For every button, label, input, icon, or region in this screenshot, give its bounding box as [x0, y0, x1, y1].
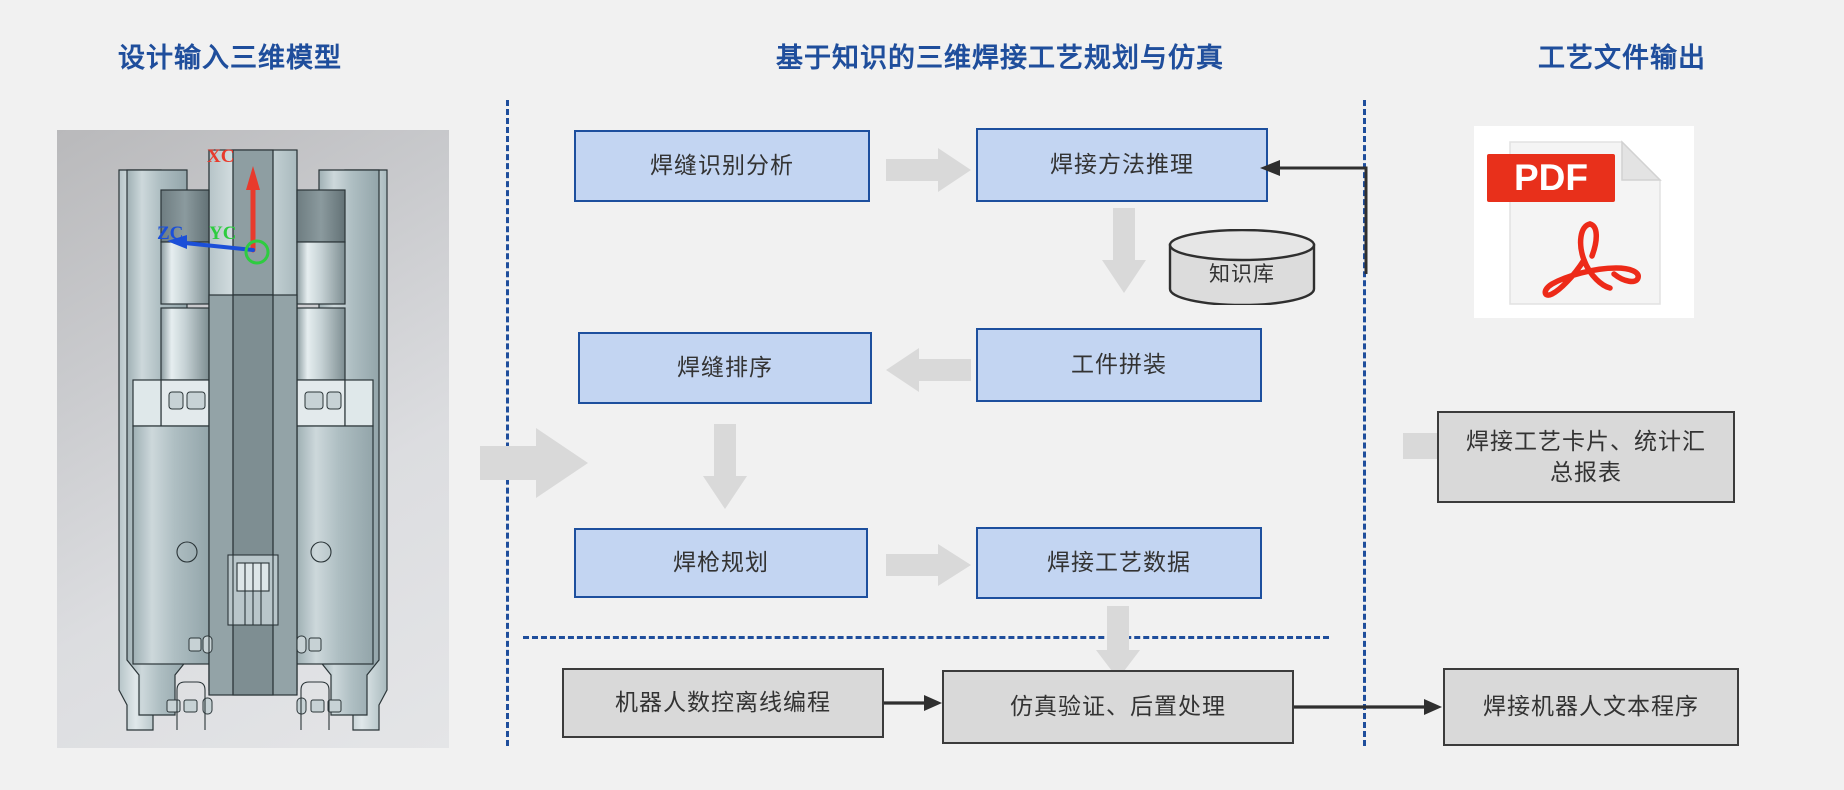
axis-triad — [167, 166, 270, 265]
pdf-file-icon: PDF — [1474, 126, 1694, 318]
node-knowledge-base[interactable]: 知识库 — [1168, 228, 1316, 307]
arrow-reasoning-to-assembly — [1102, 208, 1146, 293]
node-robot-nc-offline-programming[interactable]: 机器人数控离线编程 — [562, 668, 884, 738]
arrow-recognition-to-reasoning — [886, 148, 971, 192]
arrow-process-data-to-simulation — [1096, 606, 1140, 679]
axis-label-zc: ZC — [157, 223, 184, 244]
node-torch-planning[interactable]: 焊枪规划 — [574, 528, 868, 598]
arrow-input-to-planning — [480, 428, 588, 498]
column-title-planning: 基于知识的三维焊接工艺规划与仿真 — [776, 43, 1224, 73]
cad-model-image — [118, 149, 388, 731]
divider-right-dashed — [1363, 100, 1366, 746]
pdf-badge-label: PDF — [1514, 157, 1588, 198]
node-workpiece-assembly[interactable]: 工件拼装 — [976, 328, 1262, 402]
arrow-sequencing-to-torch — [703, 424, 747, 509]
output-robot-text-program[interactable]: 焊接机器人文本程序 — [1443, 668, 1739, 746]
divider-left-dashed — [506, 100, 509, 746]
connector-simulation-to-robot-program — [1294, 699, 1442, 715]
arrow-torch-to-process-data — [886, 544, 971, 586]
axis-label-xc: XC — [207, 146, 235, 167]
knowledge-base-label: 知识库 — [1209, 263, 1275, 286]
node-simulation-postprocessing[interactable]: 仿真验证、后置处理 — [942, 670, 1294, 744]
database-cylinder-icon — [1168, 228, 1316, 307]
node-welding-method-reasoning[interactable]: 焊接方法推理 — [976, 128, 1268, 202]
divider-horizontal-dashed — [523, 636, 1329, 639]
node-weld-seam-recognition[interactable]: 焊缝识别分析 — [574, 130, 870, 202]
axis-label-yc: YC — [209, 223, 237, 244]
arrow-assembly-to-sequencing — [886, 348, 971, 392]
column-title-design-input: 设计输入三维模型 — [118, 43, 342, 73]
node-weld-seam-sequencing[interactable]: 焊缝排序 — [578, 332, 872, 404]
node-welding-process-data[interactable]: 焊接工艺数据 — [976, 527, 1262, 599]
cad-model-panel: XC ZC YC — [57, 130, 449, 748]
column-title-output: 工艺文件输出 — [1538, 43, 1706, 73]
output-process-card-report[interactable]: 焊接工艺卡片、统计汇总报表 — [1437, 411, 1735, 503]
connector-kb-to-reasoning — [1260, 160, 1368, 274]
connector-programming-to-simulation — [884, 695, 942, 711]
pdf-output-icon: PDF — [1474, 126, 1694, 318]
